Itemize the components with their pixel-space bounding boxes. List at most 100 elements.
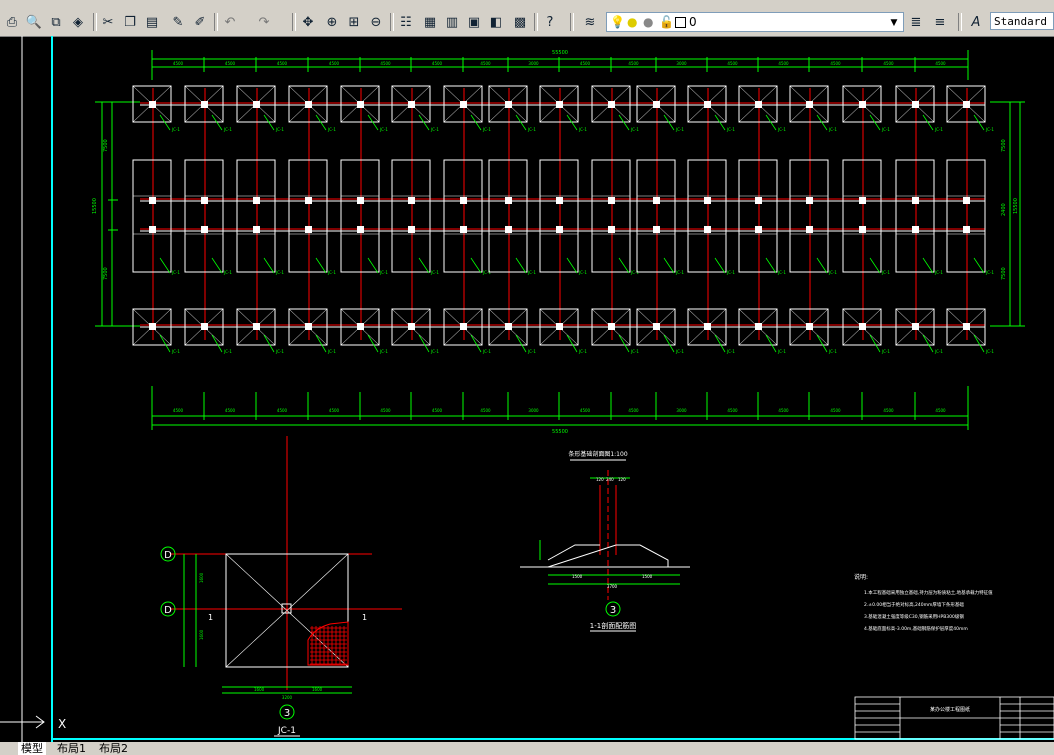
dim-label: 4500 bbox=[830, 408, 841, 413]
column bbox=[505, 101, 512, 108]
sheet-set-icon[interactable]: ▣ bbox=[467, 14, 481, 30]
column bbox=[149, 197, 156, 204]
column bbox=[608, 101, 615, 108]
title-block bbox=[854, 696, 1054, 740]
section-top-dim: 120 bbox=[596, 477, 604, 482]
text-style-icon[interactable]: A bbox=[971, 14, 981, 30]
column bbox=[408, 197, 415, 204]
footing-bottom bbox=[636, 308, 676, 346]
note-line: 3.基础混凝土强度等级C30,钢筋采用HPB300级钢 bbox=[864, 613, 964, 620]
column bbox=[912, 101, 919, 108]
tab-layout1[interactable]: 布局1 bbox=[57, 742, 86, 755]
axis-label-d1: D bbox=[164, 550, 172, 561]
footing-tag: JC-1 bbox=[777, 127, 786, 132]
dim-label: 3000 bbox=[528, 61, 539, 66]
footing-tag: JC-1 bbox=[171, 270, 180, 275]
note-line: 2.±0.00相当于绝对标高,240mm厚墙下条形基础 bbox=[864, 601, 964, 608]
make-current-icon[interactable]: ≣ bbox=[910, 14, 922, 30]
publish-icon[interactable]: ⧉ bbox=[51, 14, 61, 30]
footing-middle bbox=[443, 159, 483, 273]
chevron-down-icon[interactable]: ▼ bbox=[890, 18, 898, 28]
foundation-plan: JC-1JC-1JC-1JC-1JC-1JC-1JC-1JC-1JC-1JC-1… bbox=[132, 85, 994, 354]
zoom-previous-icon[interactable]: ⊖ bbox=[370, 14, 382, 30]
footing-top bbox=[132, 85, 172, 123]
dim-total-top: 55500 bbox=[552, 50, 568, 56]
column bbox=[755, 197, 762, 204]
bulb-icon[interactable]: 💡 bbox=[610, 15, 625, 29]
footing-tag: JC-1 bbox=[327, 270, 336, 275]
tab-layout2[interactable]: 布局2 bbox=[99, 742, 128, 755]
zoom-window-icon[interactable]: ⊞ bbox=[348, 14, 360, 30]
print-preview-icon[interactable]: 🔍 bbox=[25, 14, 43, 30]
footing-tag: JC-1 bbox=[275, 349, 284, 354]
footing-bottom bbox=[488, 308, 528, 346]
lock-icon[interactable]: 🔓 bbox=[659, 15, 674, 29]
dim-left-part: 7500 bbox=[103, 267, 109, 280]
column bbox=[201, 197, 208, 204]
plot-icon[interactable]: ◈ bbox=[73, 14, 83, 30]
footing-top bbox=[946, 85, 986, 123]
tab-model[interactable]: 模型 bbox=[18, 742, 46, 755]
column bbox=[859, 197, 866, 204]
column bbox=[305, 323, 312, 330]
print-icon[interactable]: ⎙ bbox=[6, 14, 18, 30]
column bbox=[556, 197, 563, 204]
text-style-dropdown[interactable]: Standard bbox=[990, 12, 1054, 30]
help-icon[interactable]: ? bbox=[546, 14, 554, 30]
layer-previous-icon[interactable]: ≡ bbox=[934, 14, 946, 30]
footing-top bbox=[591, 85, 631, 123]
sun-icon[interactable]: ● bbox=[627, 15, 638, 29]
column bbox=[149, 323, 156, 330]
layer-dropdown[interactable]: 💡 ● ● 🔓 0 ▼ bbox=[606, 12, 904, 32]
copy-icon[interactable]: ❐ bbox=[124, 14, 136, 30]
calculator-icon[interactable]: ▩ bbox=[513, 14, 527, 30]
footing-middle bbox=[391, 159, 431, 273]
zoom-realtime-icon[interactable]: ⊕ bbox=[326, 14, 338, 30]
footing-tag: JC-1 bbox=[578, 349, 587, 354]
column bbox=[608, 197, 615, 204]
footing-tag: JC-1 bbox=[985, 127, 994, 132]
brush-icon[interactable]: ✎ bbox=[172, 14, 184, 30]
layer-manager-icon[interactable]: ≋ bbox=[584, 14, 596, 30]
detail-bubble bbox=[279, 704, 295, 720]
footing-tag: JC-1 bbox=[327, 127, 336, 132]
footing-top bbox=[391, 85, 431, 123]
column bbox=[460, 226, 467, 233]
cut-icon[interactable]: ✂ bbox=[102, 14, 114, 30]
column bbox=[460, 197, 467, 204]
dim-label: 4500 bbox=[628, 61, 639, 66]
pan-icon[interactable]: ✥ bbox=[302, 14, 314, 30]
column bbox=[653, 226, 660, 233]
properties-icon[interactable]: ☷ bbox=[400, 14, 412, 30]
paste-icon[interactable]: ▤ bbox=[145, 14, 159, 30]
footing-tag: JC-1 bbox=[777, 270, 786, 275]
design-center-icon[interactable]: ▦ bbox=[423, 14, 437, 30]
column bbox=[806, 101, 813, 108]
footing-tag: JC-1 bbox=[430, 349, 439, 354]
undo-icon[interactable]: ↶ bbox=[224, 14, 236, 30]
section-title: 条形基础剖面图1:100 bbox=[568, 450, 627, 458]
dim-label: 4500 bbox=[580, 408, 591, 413]
footing-top bbox=[636, 85, 676, 123]
dim-label: 4500 bbox=[225, 61, 236, 66]
dim-left-part: 7500 bbox=[103, 139, 109, 152]
tool-palette-icon[interactable]: ▥ bbox=[445, 14, 459, 30]
footing-tag: JC-1 bbox=[578, 127, 587, 132]
match-prop-icon[interactable]: ✐ bbox=[194, 14, 206, 30]
jc1-title: JC-1 bbox=[277, 726, 296, 736]
column bbox=[859, 226, 866, 233]
dim-label: 4500 bbox=[883, 408, 894, 413]
freeze-icon[interactable]: ● bbox=[643, 15, 654, 29]
dim-label: 4500 bbox=[329, 61, 340, 66]
section-top-dim: 240 bbox=[606, 477, 614, 482]
redo-icon[interactable]: ↷ bbox=[258, 14, 270, 30]
footing-tag: JC-1 bbox=[379, 127, 388, 132]
column bbox=[408, 101, 415, 108]
section-bubble bbox=[605, 601, 621, 617]
column bbox=[963, 101, 970, 108]
footing-top bbox=[895, 85, 935, 123]
footing-tag: JC-1 bbox=[630, 270, 639, 275]
markup-icon[interactable]: ◧ bbox=[489, 14, 503, 30]
